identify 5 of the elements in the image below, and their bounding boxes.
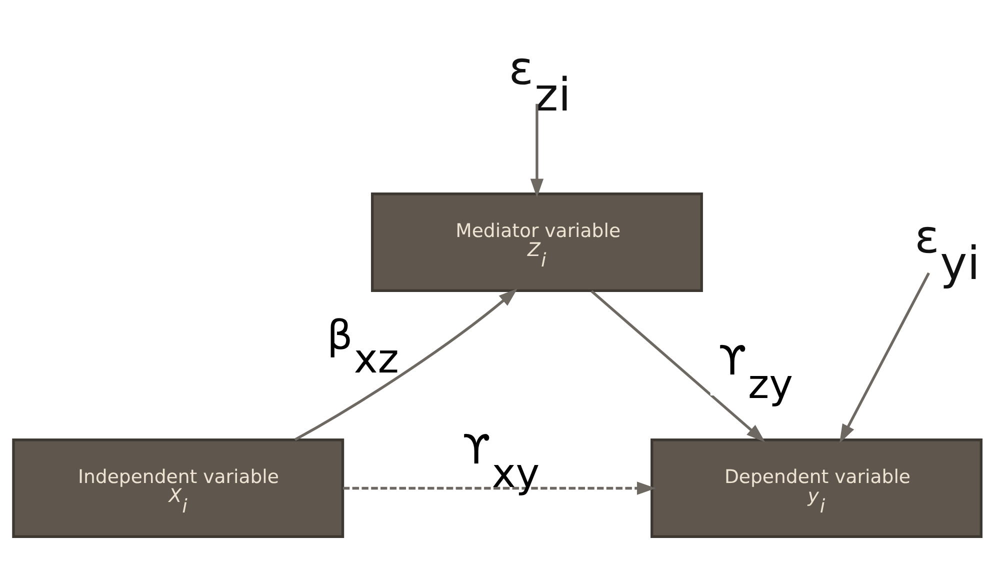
- arrow: [530, 103, 544, 198]
- arrow: [342, 481, 656, 494]
- arrow: [294, 288, 518, 440]
- arrow: [840, 272, 930, 443]
- arrow: [590, 290, 766, 442]
